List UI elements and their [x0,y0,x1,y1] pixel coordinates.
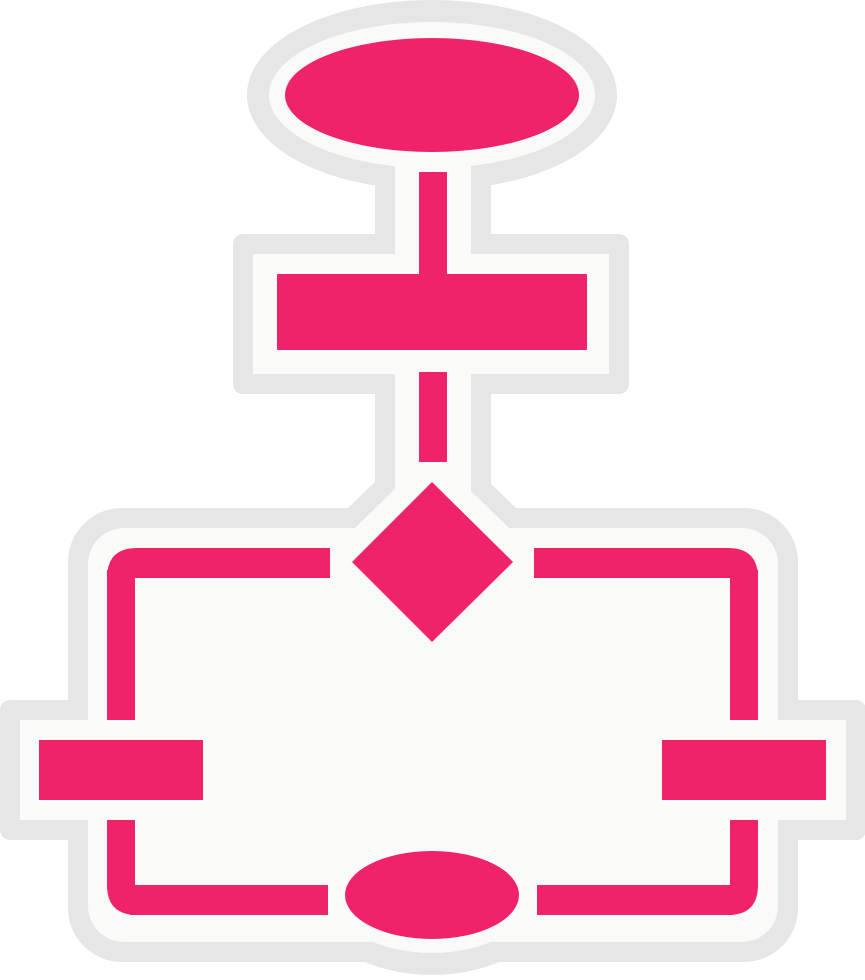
loop-left-upper [107,570,135,720]
start-ellipse [285,38,579,152]
right-process-rectangle [662,740,826,800]
connector-top [419,172,447,274]
left-process-rectangle [39,740,203,800]
connector-middle [419,372,447,462]
loop-right-upper [730,570,758,720]
loop-bottom-right [537,885,733,915]
process-rectangle [277,274,587,350]
loop-right-lower [728,820,758,915]
loop-bottom-left [130,885,328,915]
loop-top-left [107,548,330,578]
loop-top-right [534,548,758,578]
decision-diamond [352,482,513,642]
loop-frame [107,548,758,915]
flowchart-shapes [39,38,826,939]
sticker-fill-loop [88,528,778,942]
loop-left-lower [107,820,137,915]
end-ellipse [345,851,519,939]
